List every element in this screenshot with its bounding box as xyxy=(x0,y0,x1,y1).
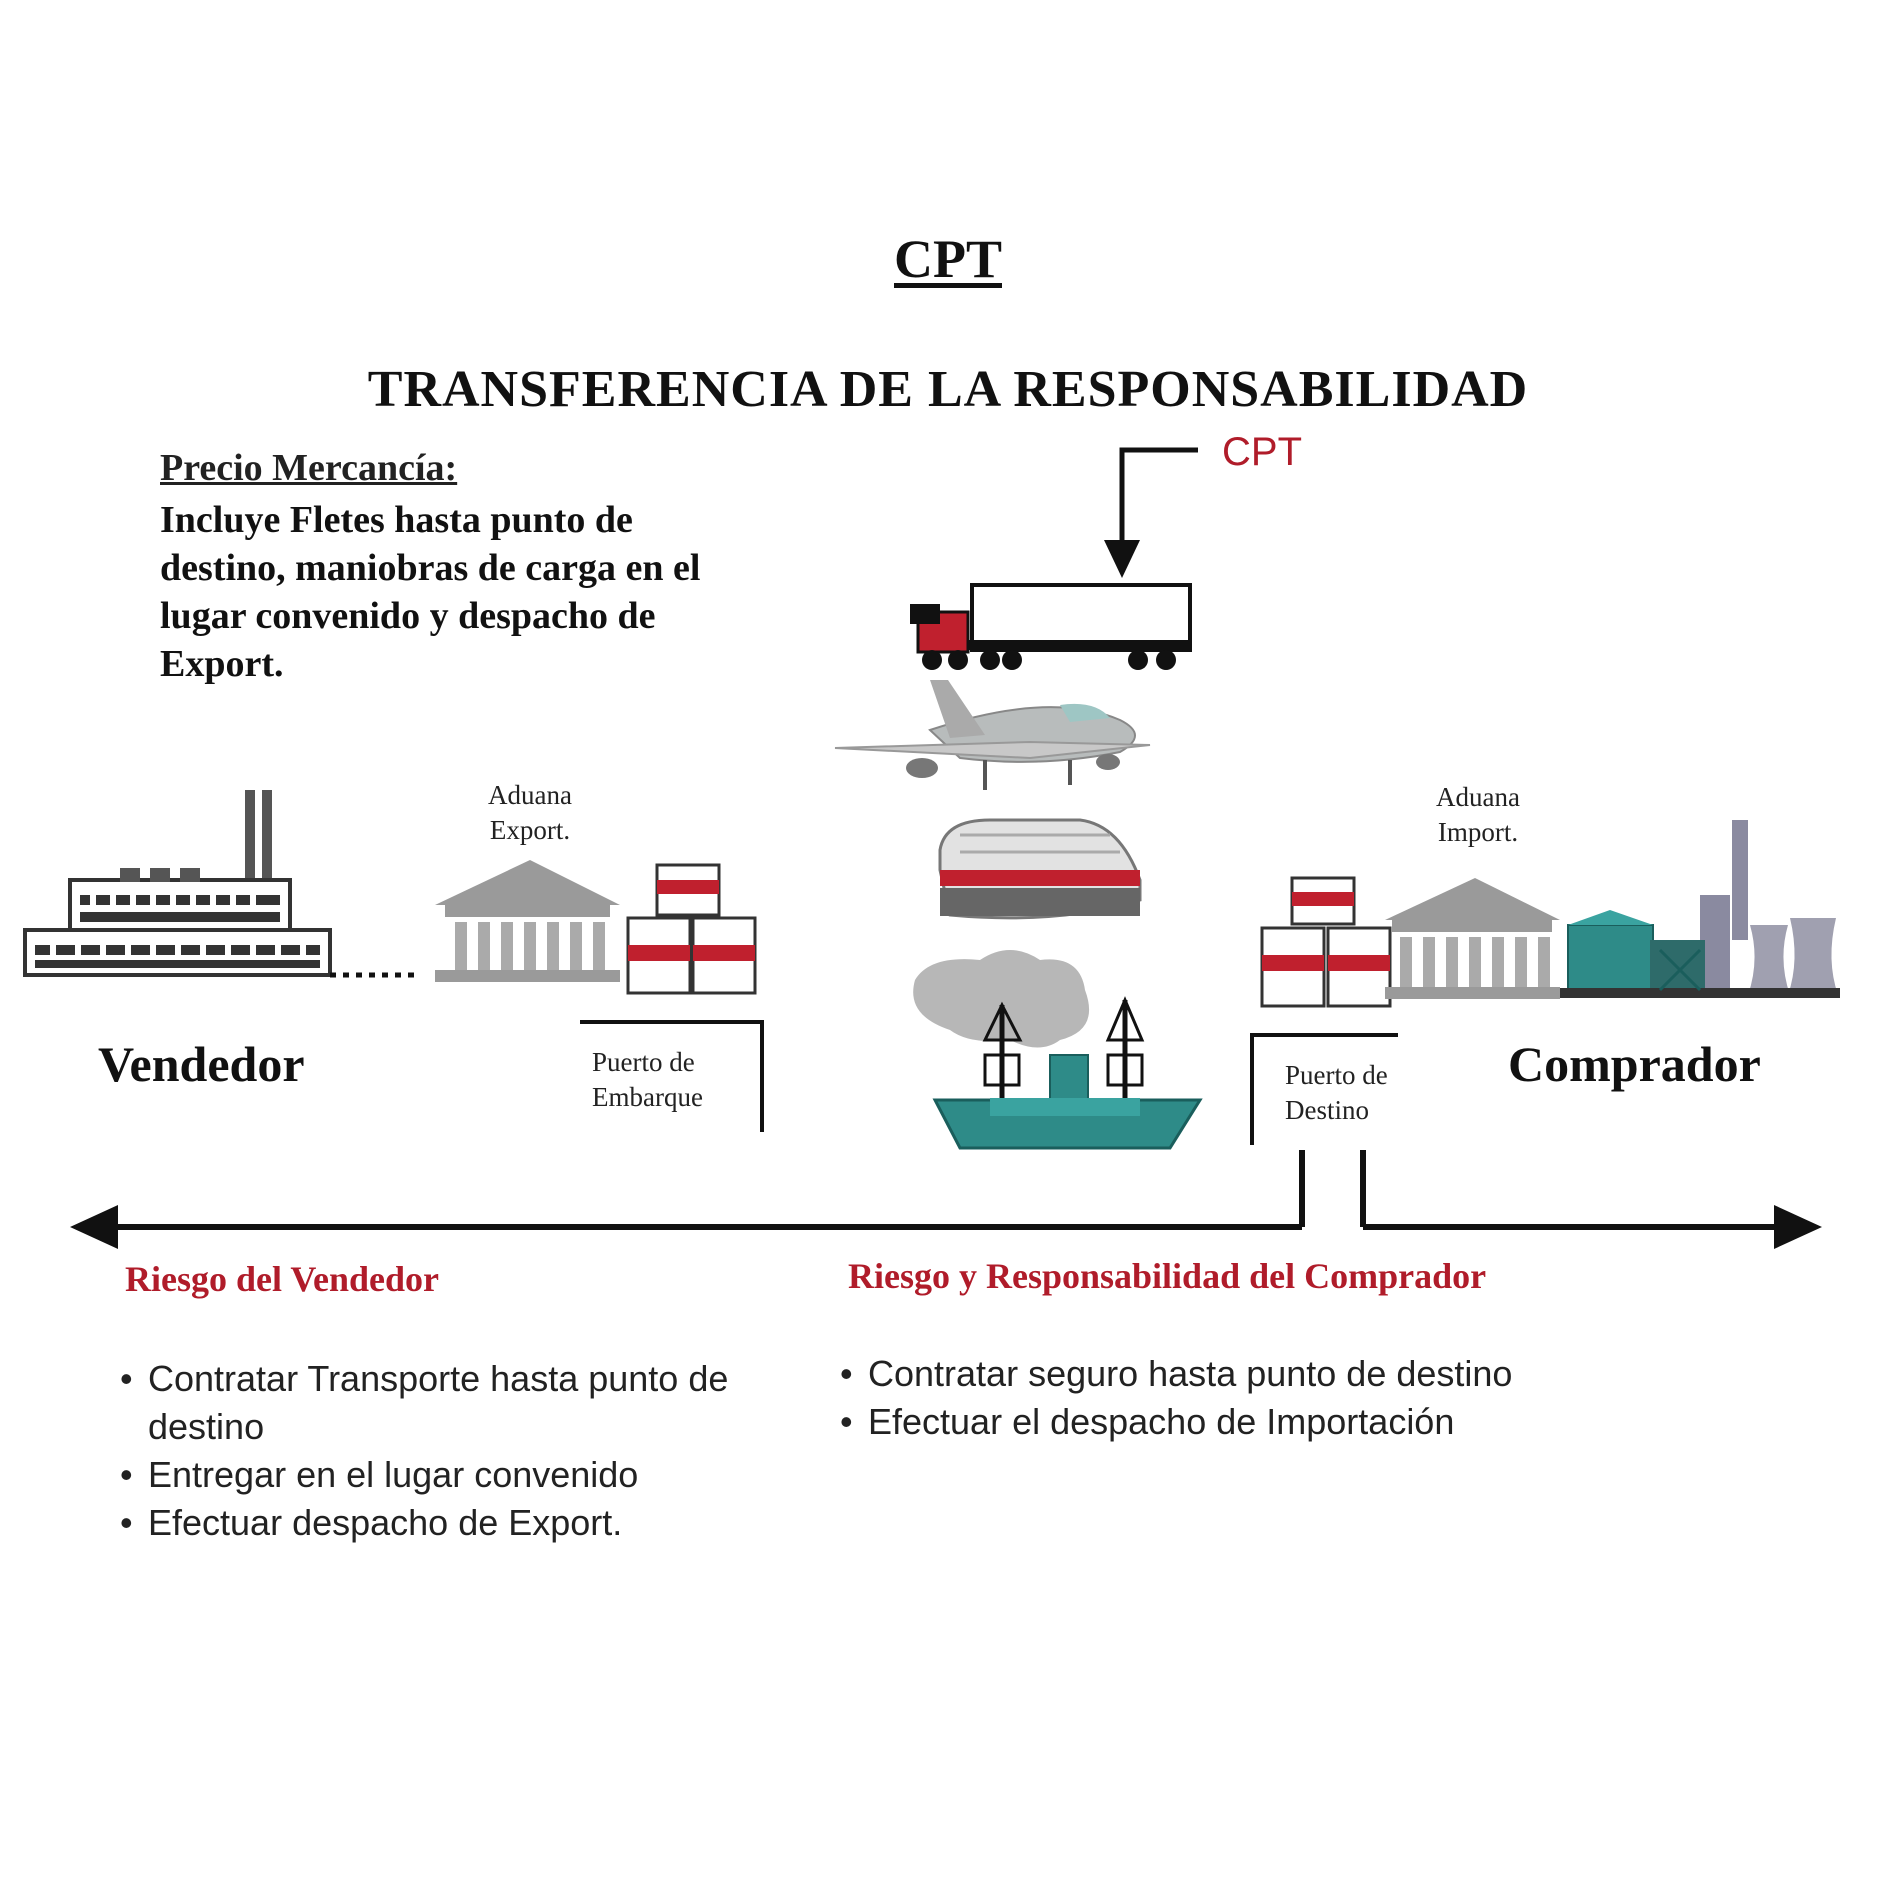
buyer-risk-title: Riesgo y Responsabilidad del Comprador xyxy=(848,1256,1487,1296)
container-stack-icon xyxy=(626,863,757,995)
port-destino-bracket xyxy=(1250,1033,1398,1145)
arrow-down-icon xyxy=(1104,447,1198,578)
cpt-marker-label: CPT xyxy=(1222,430,1302,474)
list-item: Efectuar el despacho de Importación xyxy=(840,1398,1740,1446)
ship-icon xyxy=(913,950,1203,1150)
vendedor-label: Vendedor xyxy=(98,1036,305,1092)
customs-building-icon xyxy=(1385,878,1560,999)
buyer-risk-list: Contratar seguro hasta punto de destino … xyxy=(840,1350,1740,1446)
price-heading: Precio Mercancía: xyxy=(160,447,458,489)
aduana-export-label: Aduana Export. xyxy=(488,780,572,845)
airplane-icon xyxy=(834,680,1151,790)
double-arrow-icon xyxy=(70,1150,1822,1249)
customs-building-icon xyxy=(435,860,620,982)
puerto-embarque-label: Puerto de Embarque xyxy=(592,1047,703,1112)
factory-icon xyxy=(23,790,415,978)
seller-risk-list: Contratar Transporte hasta punto de dest… xyxy=(120,1355,740,1547)
aduana-import-label: Aduana Import. xyxy=(1436,782,1520,847)
truck-icon xyxy=(910,583,1192,670)
comprador-label: Comprador xyxy=(1508,1036,1761,1092)
list-item: Contratar seguro hasta punto de destino xyxy=(840,1350,1740,1398)
list-item: Entregar en el lugar convenido xyxy=(120,1451,740,1499)
list-item: Efectuar despacho de Export. xyxy=(120,1499,740,1547)
industrial-plant-icon xyxy=(1560,820,1840,998)
diagram-subtitle: TRANSFERENCIA DE LA RESPONSABILIDAD xyxy=(367,361,1529,418)
seller-risk-title: Riesgo del Vendedor xyxy=(125,1259,440,1299)
train-icon xyxy=(938,818,1142,920)
price-description: Incluye Fletes hasta punto de destino, m… xyxy=(160,499,701,685)
port-embarque-bracket xyxy=(580,1020,764,1132)
list-item: Contratar Transporte hasta punto de dest… xyxy=(120,1355,740,1451)
puerto-destino-label: Puerto de Destino xyxy=(1285,1060,1388,1125)
container-stack-icon xyxy=(1260,876,1392,1008)
diagram-title: CPT xyxy=(894,229,1002,289)
